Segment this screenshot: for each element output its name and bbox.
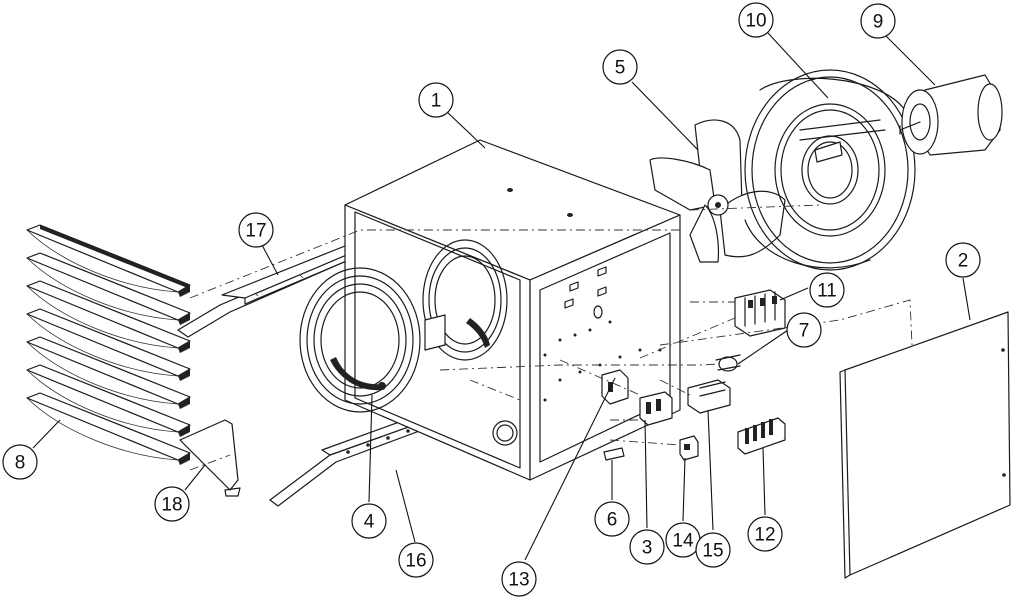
svg-text:13: 13 xyxy=(508,570,529,591)
svg-text:1: 1 xyxy=(431,91,442,112)
callout-16: 16 xyxy=(398,542,434,578)
callout-17: 17 xyxy=(238,212,274,248)
fuse-block xyxy=(639,391,673,426)
callout-9: 9 xyxy=(860,3,896,39)
svg-text:4: 4 xyxy=(364,512,375,533)
louver-blades xyxy=(26,224,191,465)
access-panel xyxy=(839,311,1011,579)
heating-elements xyxy=(299,239,508,413)
svg-text:18: 18 xyxy=(161,495,182,516)
fan-motor xyxy=(899,74,1003,156)
callout-15: 15 xyxy=(695,532,731,568)
svg-text:17: 17 xyxy=(245,221,266,242)
callout-7: 7 xyxy=(786,312,822,348)
terminal-strip xyxy=(737,417,786,455)
callout-5: 5 xyxy=(602,49,638,85)
cabinet-housing xyxy=(344,139,681,481)
svg-text:16: 16 xyxy=(405,551,426,572)
assembly-centerlines xyxy=(189,204,913,471)
toggle-switch xyxy=(679,435,699,461)
callout-13: 13 xyxy=(501,561,537,597)
callout-1: 1 xyxy=(418,82,454,118)
callout-4: 4 xyxy=(351,503,387,539)
svg-text:9: 9 xyxy=(873,12,884,33)
svg-text:11: 11 xyxy=(817,281,837,302)
svg-text:14: 14 xyxy=(672,531,694,552)
callout-bubbles: 1 2 3 4 5 6 7 8 9 10 11 12 13 14 15 16 1… xyxy=(2,2,981,597)
fan-guard xyxy=(744,69,916,271)
fan-blade xyxy=(649,119,786,263)
control-board xyxy=(601,369,629,405)
svg-text:7: 7 xyxy=(799,321,810,342)
callout-6: 6 xyxy=(594,501,630,537)
leader-lines xyxy=(32,32,971,561)
callout-10: 10 xyxy=(738,2,774,38)
svg-text:8: 8 xyxy=(15,453,26,474)
svg-text:3: 3 xyxy=(642,538,653,559)
relay-contactor xyxy=(734,289,786,337)
callout-11: 11 xyxy=(809,272,845,308)
svg-text:12: 12 xyxy=(754,525,775,546)
callout-12: 12 xyxy=(747,516,783,552)
fuse-clip xyxy=(603,447,625,461)
svg-text:2: 2 xyxy=(958,251,969,272)
callout-18: 18 xyxy=(154,486,190,522)
svg-text:6: 6 xyxy=(607,510,618,531)
callout-2: 2 xyxy=(945,242,981,278)
callout-14: 14 xyxy=(665,522,701,558)
callout-3: 3 xyxy=(629,529,665,565)
svg-text:5: 5 xyxy=(615,58,626,79)
svg-text:10: 10 xyxy=(745,11,766,32)
transformer xyxy=(687,379,731,414)
svg-text:15: 15 xyxy=(702,541,723,562)
callout-8: 8 xyxy=(2,444,38,480)
thermostat-disc xyxy=(715,354,741,372)
